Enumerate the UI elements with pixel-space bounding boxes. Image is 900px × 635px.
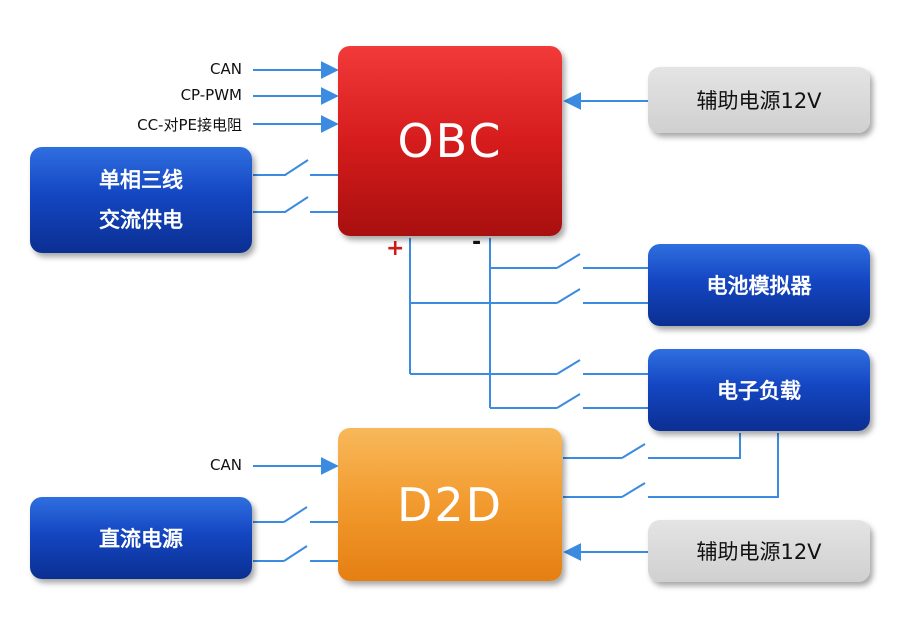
load-switch-top [410,359,648,375]
label-cc-pe: CC-对PE接电阻 [137,116,242,134]
ac-switch-top [253,159,338,176]
battery-simulator-label: 电池模拟器 [706,274,812,298]
batt-switch-top [490,253,648,269]
load-switch-bottom [490,393,648,409]
aux-power-block-bottom: 辅助电源12V [648,520,870,582]
dc-switch-top [253,506,338,523]
electronic-load-label: 电子负载 [717,379,801,403]
label-can-obc: CAN [210,60,242,78]
ac-supply-line1: 单相三线 [99,168,183,192]
ac-supply-line2: 交流供电 [99,208,183,232]
d2d-out-switch-bottom [563,433,779,498]
label-cp-pwm: CP-PWM [180,86,242,104]
minus-terminal: - [472,230,482,255]
d2d-block: D2D [338,428,562,581]
dc-switch-bottom [253,545,338,562]
electronic-load-block: 电子负载 [648,349,870,431]
ac-supply-block: 单相三线 交流供电 [30,147,252,253]
obc-label: OBC [397,114,503,168]
label-can-d2d: CAN [210,456,242,474]
aux-power-label-top: 辅助电源12V [696,89,822,113]
batt-switch-bottom [410,288,648,304]
ac-switch-bottom [253,196,338,213]
plus-terminal: + [386,236,405,261]
battery-simulator-block: 电池模拟器 [648,244,870,326]
dc-source-label: 直流电源 [99,527,183,551]
aux-power-block-top: 辅助电源12V [648,67,870,133]
d2d-label: D2D [396,477,504,532]
aux-power-label-bottom: 辅助电源12V [696,540,822,564]
dc-source-block: 直流电源 [30,497,252,579]
d2d-out-switch-top [563,433,741,459]
obc-block: OBC [338,46,562,236]
